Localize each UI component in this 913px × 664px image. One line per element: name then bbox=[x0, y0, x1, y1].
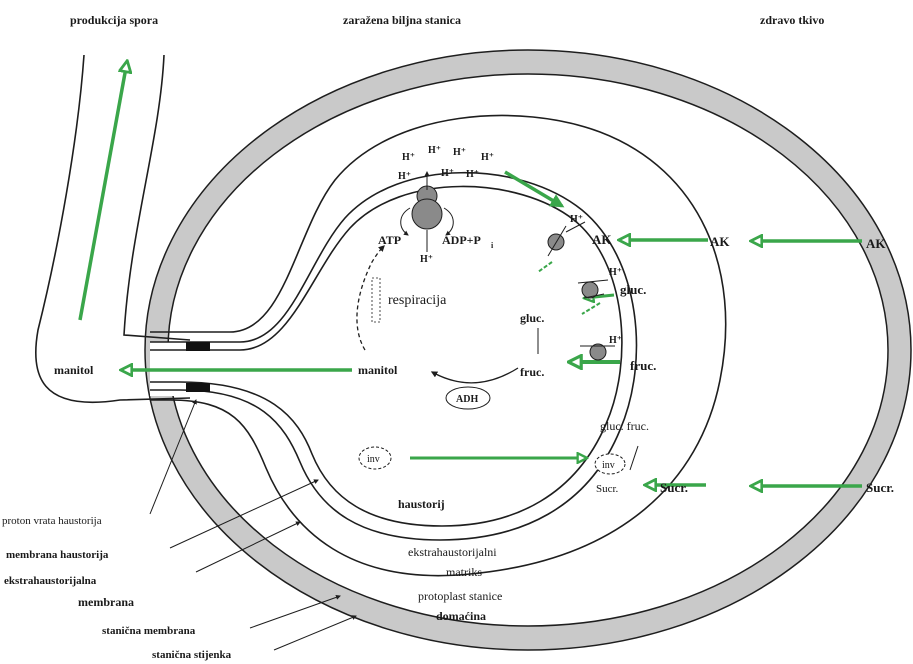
neck-band-top bbox=[186, 342, 210, 351]
inv-enzyme-right bbox=[594, 453, 626, 475]
proton-label: H⁺ bbox=[481, 152, 494, 163]
adp-subscript: i bbox=[491, 241, 494, 250]
manitol-left-label: manitol bbox=[54, 363, 94, 377]
haustorial-membrane-label: membrana haustorija bbox=[6, 549, 109, 561]
gluc-inner-label: gluc. bbox=[520, 311, 544, 325]
ak-right-label: AK bbox=[866, 236, 886, 251]
hypha-outer bbox=[34, 54, 191, 404]
proton-label: H⁺ bbox=[398, 171, 411, 182]
proton-label: H⁺ bbox=[466, 169, 479, 180]
adh-label: ADH bbox=[456, 394, 478, 405]
ak-mid-label: AK bbox=[710, 234, 730, 249]
ak-transporter bbox=[547, 221, 586, 257]
pointer-cell-membrane bbox=[249, 594, 341, 629]
proton-label: H⁺ bbox=[609, 267, 622, 278]
proton-label: H⁺ bbox=[428, 145, 441, 156]
adp-label: ADP+P bbox=[442, 233, 481, 247]
haustorium-body bbox=[150, 185, 623, 527]
extra-matrix-label-2: matriks bbox=[446, 565, 482, 579]
proton-label: H⁺ bbox=[420, 254, 433, 265]
atp-synthase bbox=[400, 171, 454, 252]
fruc-to-manitol-arrow bbox=[430, 367, 519, 384]
gluc-membrane-label: gluc. bbox=[620, 282, 646, 297]
atp-label: ATP bbox=[378, 233, 401, 247]
manitol-center-label: manitol bbox=[358, 363, 398, 377]
hypha-inner bbox=[123, 54, 191, 341]
adh-enzyme bbox=[445, 386, 491, 410]
proton-label: H⁺ bbox=[453, 147, 466, 158]
host-protoplast-label-1: protoplast stanice bbox=[418, 589, 502, 603]
sucr-mid-label: Sucr. bbox=[660, 480, 688, 495]
inv-right-label: inv bbox=[602, 460, 615, 471]
cell-membrane-label: stanična membrana bbox=[102, 625, 196, 637]
spore-arrow bbox=[78, 62, 127, 321]
pointer-haustorial-membrane bbox=[169, 479, 319, 549]
haustorial-membrane bbox=[150, 171, 638, 541]
extra-membrane-label-1: ekstrahaustorijalna bbox=[4, 575, 97, 587]
spore-production-label: produkcija spora bbox=[70, 13, 158, 27]
inv-left-label: inv bbox=[367, 454, 380, 465]
extrahaustorial-membrane bbox=[150, 114, 727, 577]
neck-band-bottom bbox=[186, 383, 210, 392]
gluc-transporter bbox=[577, 279, 609, 299]
infected-cell-label: zaražena biljna stanica bbox=[343, 13, 461, 27]
respiration-box bbox=[371, 277, 381, 323]
neck-band-label: proton vrata haustorija bbox=[2, 515, 102, 527]
sucr-right-label: Sucr. bbox=[866, 480, 894, 495]
extra-membrane-label-2: membrana bbox=[78, 595, 134, 609]
cell-wall-label: stanična stijenka bbox=[152, 649, 232, 661]
gluc-leak-arrow bbox=[581, 302, 601, 315]
sucr-link bbox=[629, 445, 639, 471]
ak-inner-label: AK bbox=[592, 232, 612, 247]
healthy-tissue-label: zdravo tkivo bbox=[760, 13, 824, 27]
ak-leak-arrow bbox=[537, 261, 553, 273]
extra-matrix-label-1: ekstrahaustorijalni bbox=[408, 545, 497, 559]
pointer-neck bbox=[149, 399, 197, 515]
fruc-membrane-label: fruc. bbox=[630, 358, 656, 373]
haustorium-label: haustorij bbox=[398, 497, 445, 511]
gluc-fruc-right-label: gluc. fruc. bbox=[600, 419, 649, 433]
cell-membrane bbox=[167, 73, 889, 627]
sucr-inner-label: Sucr. bbox=[596, 483, 619, 495]
fruc-inner-label: fruc. bbox=[520, 365, 544, 379]
host-protoplast-label-2: domaćina bbox=[436, 609, 486, 623]
pointer-extra-membrane bbox=[195, 521, 301, 573]
respiration-cycle bbox=[356, 245, 385, 351]
proton-label: H⁺ bbox=[609, 335, 622, 346]
pointer-cell-wall bbox=[273, 615, 357, 651]
proton-label: H⁺ bbox=[441, 168, 454, 179]
proton-label: H⁺ bbox=[570, 214, 583, 225]
proton-label: H⁺ bbox=[402, 152, 415, 163]
inv-enzyme-left bbox=[358, 446, 392, 470]
fruc-transporter bbox=[580, 343, 615, 361]
respiration-label: respiracija bbox=[388, 293, 447, 308]
proton-flow-arrow bbox=[504, 170, 565, 208]
